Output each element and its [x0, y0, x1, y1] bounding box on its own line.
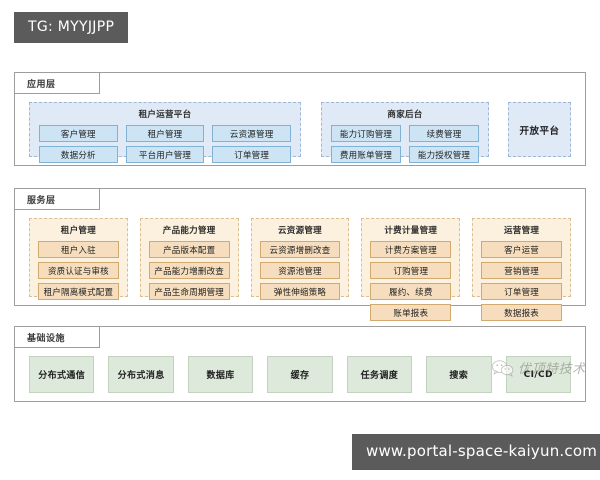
tile-cache[interactable]: 缓存 — [267, 356, 333, 393]
tile-distributed-messaging[interactable]: 分布式消息 — [108, 356, 174, 393]
tile-data-report[interactable]: 数据报表 — [481, 304, 562, 321]
group-title: 租户运营平台 — [138, 110, 192, 120]
tile-capability-subscription-management[interactable]: 能力订购管理 — [331, 125, 401, 142]
tile-list: 计费方案管理 订购管理 履约、续费 账单报表 — [370, 241, 452, 321]
group-operations-management: 运营管理 客户运营 营销管理 订单管理 数据报表 — [472, 218, 571, 321]
tile-billing-plan-management[interactable]: 计费方案管理 — [370, 241, 452, 258]
tg-tag-label: TG: MYYJJPP — [28, 19, 115, 35]
panel-open-platform[interactable]: 开放平台 — [508, 102, 571, 157]
tile-tenant-management[interactable]: 租户管理 — [125, 125, 205, 142]
architecture-diagram: 应用层 租户运营平台 客户管理 租户管理 云资源管理 数据分析 平台用户管理 订… — [0, 62, 600, 407]
layer-label-infrastructure: 基础设施 — [14, 326, 100, 348]
tile-list: 租户入驻 资质认证与审核 租户隔离模式配置 — [38, 241, 119, 300]
tile-product-version-config[interactable]: 产品版本配置 — [148, 241, 230, 258]
tile-product-capability-crud[interactable]: 产品能力增删改查 — [148, 262, 230, 279]
layer-infrastructure: 基础设施 分布式通信 分布式消息 数据库 缓存 任务调度 搜索 CI/CD — [14, 326, 586, 402]
tile-tenant-isolation-config[interactable]: 租户隔离模式配置 — [38, 283, 119, 300]
tile-renewal-management[interactable]: 续费管理 — [409, 125, 479, 142]
tile-grid: 客户管理 租户管理 云资源管理 数据分析 平台用户管理 订单管理 — [39, 125, 291, 163]
tile-list: 客户运营 营销管理 订单管理 数据报表 — [481, 241, 562, 321]
layer-label-infrastructure-text: 基础设施 — [27, 333, 66, 344]
tile-fulfillment-renewal[interactable]: 履约、续费 — [370, 283, 452, 300]
group-tenant-operation-platform: 租户运营平台 客户管理 租户管理 云资源管理 数据分析 平台用户管理 订单管理 — [29, 102, 301, 163]
tile-database[interactable]: 数据库 — [187, 356, 254, 393]
group-title: 运营管理 — [503, 226, 540, 236]
tile-search[interactable]: 搜索 — [426, 356, 492, 393]
tile-data-analysis[interactable]: 数据分析 — [39, 146, 118, 163]
tile-subscription-management[interactable]: 订购管理 — [370, 262, 452, 279]
group-title: 云资源管理 — [277, 226, 322, 236]
layer-application-body: 租户运营平台 客户管理 租户管理 云资源管理 数据分析 平台用户管理 订单管理 … — [15, 95, 585, 165]
group-title: 计费计量管理 — [384, 226, 438, 236]
group-title: 租户管理 — [60, 226, 96, 236]
tile-tenant-onboarding[interactable]: 租户入驻 — [38, 241, 119, 258]
layer-application: 应用层 租户运营平台 客户管理 租户管理 云资源管理 数据分析 平台用户管理 订… — [14, 72, 586, 166]
tile-order-management[interactable]: 订单管理 — [481, 283, 562, 300]
url-banner-label: www.portal-space-kaiyun.com — [366, 442, 598, 460]
tg-tag-badge: TG: MYYJJPP — [14, 12, 129, 43]
tile-marketing-management[interactable]: 营销管理 — [481, 262, 562, 279]
tile-product-lifecycle-management[interactable]: 产品生命周期管理 — [148, 283, 230, 300]
tile-billing-statement-management[interactable]: 费用账单管理 — [331, 146, 401, 163]
layer-label-application: 应用层 — [14, 72, 100, 94]
tile-customer-management[interactable]: 客户管理 — [39, 125, 118, 142]
layer-label-application-text: 应用层 — [27, 79, 56, 90]
tile-resource-pool-management[interactable]: 资源池管理 — [259, 262, 341, 279]
tile-task-scheduling[interactable]: 任务调度 — [346, 356, 413, 393]
group-merchant-backend: 商家后台 能力订购管理 续费管理 费用账单管理 能力授权管理 — [321, 102, 489, 163]
tile-order-management[interactable]: 订单管理 — [212, 146, 291, 163]
group-title: 产品能力管理 — [162, 226, 216, 236]
group-billing-metering-management: 计费计量管理 计费方案管理 订购管理 履约、续费 账单报表 — [361, 218, 461, 321]
tile-customer-operations[interactable]: 客户运营 — [481, 241, 562, 258]
layer-service: 服务层 租户管理 租户入驻 资质认证与审核 租户隔离模式配置 产品能力管理 产品… — [14, 188, 586, 321]
group-title: 商家后台 — [387, 110, 423, 120]
tile-grid: 能力订购管理 续费管理 费用账单管理 能力授权管理 — [331, 125, 479, 163]
tile-list: 产品版本配置 产品能力增删改查 产品生命周期管理 — [148, 241, 230, 300]
url-banner: www.portal-space-kaiyun.com — [352, 434, 600, 470]
panel-open-platform-label: 开放平台 — [519, 125, 560, 137]
tile-distributed-communication[interactable]: 分布式通信 — [29, 356, 95, 393]
group-tenant-management: 租户管理 租户入驻 资质认证与审核 租户隔离模式配置 — [29, 218, 128, 300]
layer-infrastructure-body: 分布式通信 分布式消息 数据库 缓存 任务调度 搜索 CI/CD — [15, 349, 585, 401]
tile-list: 云资源增删改查 资源池管理 弹性伸缩策略 — [259, 241, 341, 300]
layer-service-body: 租户管理 租户入驻 资质认证与审核 租户隔离模式配置 产品能力管理 产品版本配置… — [15, 211, 585, 321]
tile-platform-user-management[interactable]: 平台用户管理 — [125, 146, 205, 163]
tile-elastic-scaling-policy[interactable]: 弹性伸缩策略 — [259, 283, 341, 300]
tile-cloud-resource-crud[interactable]: 云资源增删改查 — [259, 241, 341, 258]
layer-label-service: 服务层 — [14, 188, 100, 210]
tile-qualification-review[interactable]: 资质认证与审核 — [38, 262, 119, 279]
layer-label-service-text: 服务层 — [27, 195, 56, 206]
group-product-capability-management: 产品能力管理 产品版本配置 产品能力增删改查 产品生命周期管理 — [139, 218, 239, 300]
tile-bill-report[interactable]: 账单报表 — [370, 304, 452, 321]
tile-cloud-resource-management[interactable]: 云资源管理 — [212, 125, 291, 142]
group-cloud-resource-management: 云资源管理 云资源增删改查 资源池管理 弹性伸缩策略 — [250, 218, 350, 300]
tile-ci-cd[interactable]: CI/CD — [505, 356, 571, 393]
tile-capability-authorization-management[interactable]: 能力授权管理 — [409, 146, 479, 163]
